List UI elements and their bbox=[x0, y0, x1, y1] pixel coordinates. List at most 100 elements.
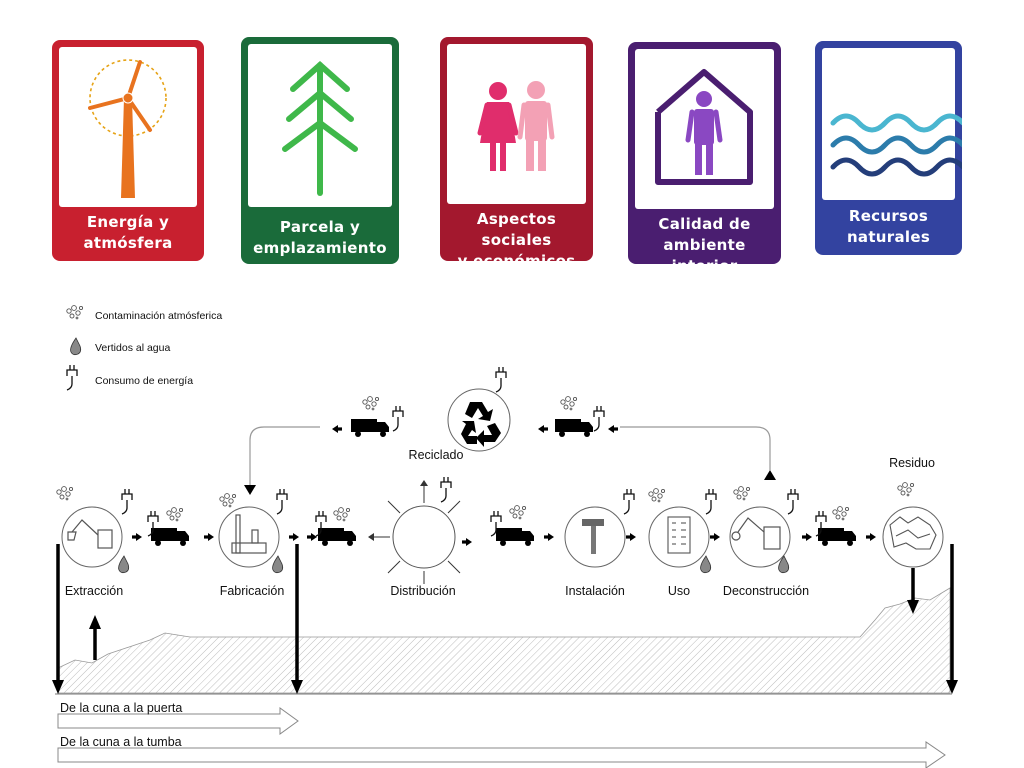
air-pollution-icon bbox=[66, 305, 84, 320]
air-pollution-icon bbox=[832, 506, 850, 521]
recycle-loop-left bbox=[249, 426, 320, 492]
energy-plug-icon bbox=[593, 405, 605, 432]
water-drop-icon bbox=[70, 337, 82, 356]
air-pollution-icon bbox=[219, 493, 237, 508]
arrow-down-icon bbox=[244, 485, 256, 495]
scope-label-grave: De la cuna a la tumba bbox=[60, 735, 182, 749]
stage-node-deconstruccion bbox=[729, 506, 791, 568]
stage-label-deconstruccion: Deconstrucción bbox=[723, 584, 809, 598]
arrow-right-icon bbox=[289, 533, 299, 541]
hammer-icon bbox=[582, 519, 604, 554]
wind-turbine-icon bbox=[88, 59, 167, 198]
air-pollution-icon bbox=[362, 396, 380, 411]
impact-profile bbox=[57, 587, 951, 694]
house-person-icon bbox=[655, 69, 753, 185]
arrow-right-icon bbox=[866, 533, 876, 541]
stage-node-reciclado bbox=[447, 388, 511, 452]
stage-label-extraccion: Extracción bbox=[65, 584, 123, 598]
scope-arrow-grave bbox=[57, 741, 946, 768]
recycle-loop-right bbox=[620, 426, 771, 470]
air-pollution-icon bbox=[56, 486, 74, 501]
arrow-right-icon bbox=[710, 533, 720, 541]
card-title-line1: Parcela y bbox=[279, 218, 361, 236]
truck-icon bbox=[151, 528, 189, 546]
card-title-line2: y económicos bbox=[457, 252, 576, 270]
air-pollution-icon bbox=[166, 507, 184, 522]
category-card-resources: Recursos naturales bbox=[815, 41, 962, 255]
energy-plug-icon bbox=[121, 488, 133, 515]
legend-label: Contaminación atmósferica bbox=[95, 310, 222, 322]
stage-node-residuo bbox=[882, 506, 944, 568]
arrow-right-icon bbox=[132, 533, 142, 541]
stage-node-uso bbox=[648, 506, 710, 568]
arrow-right-icon bbox=[626, 533, 636, 541]
energy-plug-icon bbox=[276, 488, 288, 515]
truck-icon bbox=[351, 419, 389, 437]
energy-plug-icon bbox=[440, 476, 452, 503]
distribution-arrows-icon bbox=[372, 484, 461, 584]
stage-label-reciclado: Reciclado bbox=[409, 448, 464, 462]
energy-plug-icon bbox=[495, 366, 507, 393]
card-title-line2: naturales bbox=[846, 228, 931, 246]
air-pollution-icon bbox=[648, 488, 666, 503]
air-pollution-icon bbox=[333, 507, 351, 522]
truck-icon bbox=[318, 528, 356, 546]
truck-icon bbox=[496, 528, 534, 546]
impact-arrows bbox=[52, 544, 958, 694]
card-title-line1: Aspectos sociales bbox=[476, 210, 557, 249]
arrow-right-icon bbox=[307, 533, 317, 541]
building-icon bbox=[667, 516, 691, 554]
card-title-line2: ambiente interior bbox=[663, 236, 746, 275]
waste-rubble-icon bbox=[889, 516, 937, 550]
energy-plug-icon bbox=[392, 405, 404, 432]
arrow-left-icon bbox=[608, 425, 618, 433]
legend-label: Consumo de energía bbox=[95, 375, 193, 387]
category-card-site: Parcela y emplazamiento bbox=[241, 37, 399, 264]
excavator-icon bbox=[67, 519, 113, 549]
category-card-energy: Energía y atmósfera bbox=[52, 40, 204, 261]
water-drop-icon bbox=[700, 555, 712, 574]
arrow-right-icon bbox=[544, 533, 554, 541]
arrow-right-icon bbox=[802, 533, 812, 541]
tree-icon bbox=[282, 60, 358, 196]
excavator-icon bbox=[731, 517, 781, 550]
stage-node-fabricacion bbox=[218, 506, 280, 568]
arrow-up-icon bbox=[764, 470, 776, 480]
category-card-social: Aspectos sociales y económicos bbox=[440, 37, 593, 270]
card-title-line2: emplazamiento bbox=[253, 239, 387, 257]
air-pollution-icon bbox=[733, 486, 751, 501]
factory-icon bbox=[231, 514, 267, 554]
stage-label-instalacion: Instalación bbox=[565, 584, 625, 598]
water-waves-icon bbox=[830, 113, 962, 177]
air-pollution-icon bbox=[560, 396, 578, 411]
stage-node-distribucion bbox=[392, 505, 456, 569]
energy-plug-icon bbox=[705, 488, 717, 515]
card-title-line1: Recursos bbox=[848, 207, 929, 225]
air-pollution-icon bbox=[897, 482, 915, 497]
energy-plug-icon bbox=[787, 488, 799, 515]
truck-icon bbox=[818, 528, 856, 546]
life-cycle-diagram: Contaminación atmósferica Vertidos al ag… bbox=[52, 305, 958, 768]
card-title-line1: Calidad de bbox=[658, 215, 751, 233]
arrow-right-icon bbox=[462, 538, 472, 546]
scope-arrow-gate bbox=[57, 707, 299, 735]
scope-label-gate: De la cuna a la puerta bbox=[60, 701, 182, 715]
card-panel bbox=[447, 44, 586, 204]
water-drop-icon bbox=[272, 555, 284, 574]
arrow-left-icon bbox=[538, 425, 548, 433]
stage-label-fabricacion: Fabricación bbox=[220, 584, 285, 598]
category-card-indoor: Calidad de ambiente interior bbox=[628, 42, 781, 275]
stage-label-residuo: Residuo bbox=[889, 456, 935, 470]
stage-label-distribucion: Distribución bbox=[390, 584, 455, 598]
energy-plug-icon bbox=[66, 364, 78, 391]
card-title-line2: atmósfera bbox=[83, 234, 173, 252]
recycle-icon bbox=[461, 402, 501, 447]
water-drop-icon bbox=[118, 555, 130, 574]
energy-plug-icon bbox=[623, 488, 635, 515]
stage-node-extraccion bbox=[61, 506, 123, 568]
legend-label: Vertidos al agua bbox=[95, 342, 170, 354]
stage-label-uso: Uso bbox=[668, 584, 690, 598]
people-icon bbox=[477, 81, 555, 171]
air-pollution-icon bbox=[509, 505, 527, 520]
arrow-left-icon bbox=[332, 425, 342, 433]
